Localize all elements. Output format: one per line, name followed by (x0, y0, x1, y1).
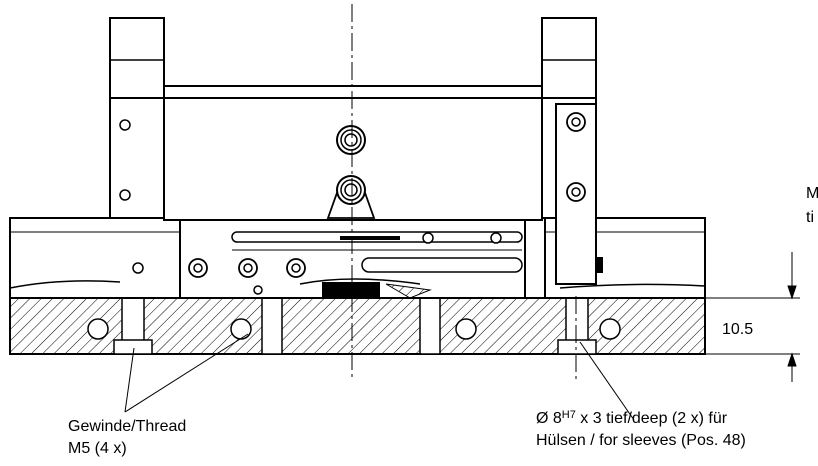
screw-icon (566, 182, 586, 202)
sleeve-purpose-label: Hülsen / for sleeves (Pos. 48) (536, 432, 746, 449)
screw-icon (238, 258, 258, 278)
sleeve-prefix: Ø 8 (536, 410, 562, 427)
right-side-plate (555, 103, 603, 285)
dimension-label: 10.5 (722, 321, 753, 338)
dimension-10-5 (705, 252, 800, 382)
screw-icon (336, 175, 366, 205)
leader-lines (124, 333, 635, 421)
thread-label: Gewinde/Thread (68, 418, 186, 435)
thread-count-label: M5 (4 x) (68, 440, 127, 457)
screw-icon (566, 112, 586, 132)
center-shaft (326, 125, 376, 219)
screw-icon (188, 258, 208, 278)
screw-icon (286, 258, 306, 278)
sleeve-tolerance: H7 (562, 409, 576, 421)
left-column (109, 17, 165, 219)
screw-icon (336, 125, 366, 155)
left-housing (9, 217, 181, 299)
sleeve-bore-label: Ø 8H7 x 3 tief/deep (2 x) für (536, 409, 728, 427)
base-plate (9, 297, 706, 355)
edge-text-top: M (806, 185, 818, 202)
sleeve-suffix: x 3 tief/deep (2 x) für (576, 410, 728, 427)
edge-text-bottom: ti (806, 209, 814, 226)
